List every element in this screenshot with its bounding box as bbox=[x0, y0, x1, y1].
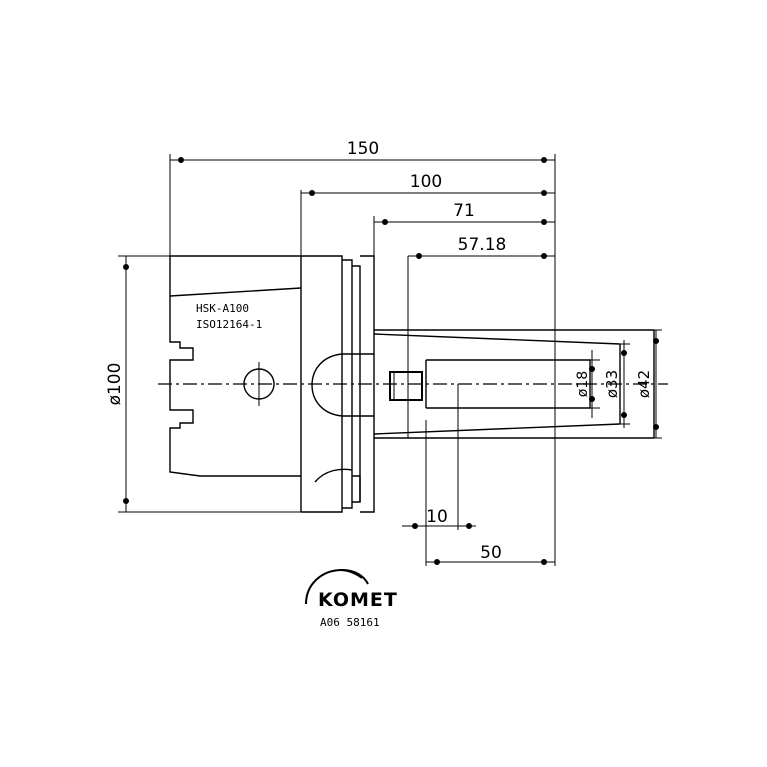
dim-collar-diameter: ø42 bbox=[635, 370, 653, 398]
komet-logo: KOMET bbox=[305, 568, 426, 611]
dim-taper-length: 50 bbox=[480, 543, 502, 563]
dim-shank-length: 71 bbox=[453, 201, 475, 221]
vertical-dimensions bbox=[118, 255, 662, 513]
dim-shank-diameter: ø33 bbox=[603, 370, 621, 398]
shank-outline bbox=[373, 256, 655, 439]
interface-label-line1: HSK-A100 bbox=[196, 302, 249, 315]
dim-body-length: 100 bbox=[410, 172, 442, 192]
dim-bore-diameter: ø18 bbox=[575, 371, 591, 397]
dim-step-length: 10 bbox=[426, 507, 448, 527]
brand-name: KOMET bbox=[318, 589, 398, 611]
dim-overall-length: 150 bbox=[347, 139, 379, 159]
interface-label-line2: ISO12164-1 bbox=[196, 318, 262, 331]
dim-flange-diameter: ø100 bbox=[105, 363, 125, 406]
dim-bore-depth: 57.18 bbox=[458, 235, 507, 255]
article-number: A06 58161 bbox=[320, 616, 380, 629]
horizontal-dimensions bbox=[169, 154, 556, 566]
